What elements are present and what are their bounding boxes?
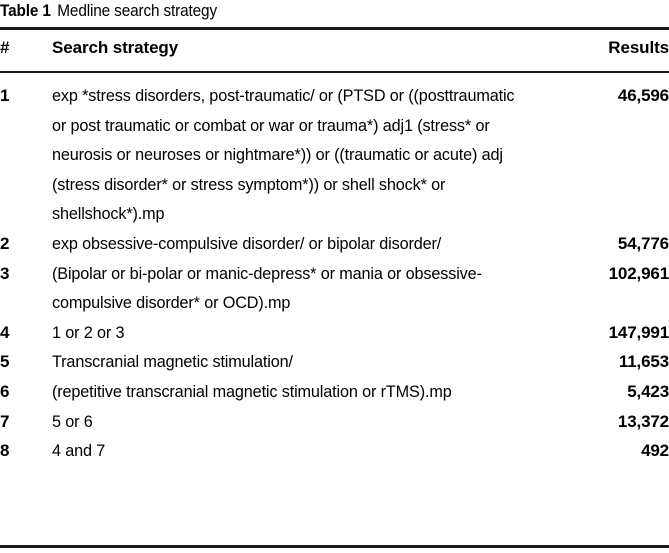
- row-number: 6: [0, 381, 10, 401]
- row-results: 147,991: [608, 322, 669, 342]
- table-row: 2 exp obsessive-compulsive disorder/ or b…: [0, 229, 669, 259]
- row-search-strategy: Transcranial magnetic stimulation/: [52, 352, 293, 372]
- row-number: 3: [0, 263, 10, 283]
- row-search-strategy: exp obsessive-compulsive disorder/ or bi…: [52, 233, 442, 253]
- table-row: 1 exp *stress disorders, post-traumatic/ …: [0, 81, 669, 229]
- row-search-strategy: 4 and 7: [52, 441, 106, 461]
- table-header-rule: [0, 71, 669, 73]
- table-bottom-rule: [0, 545, 669, 548]
- row-number: 8: [0, 441, 10, 461]
- row-search-strategy: 1 or 2 or 3: [52, 322, 125, 342]
- header-rule-spacer: [0, 71, 669, 81]
- row-results: 492: [641, 441, 669, 461]
- column-header-strategy: Search strategy: [52, 38, 179, 57]
- table-header-row: # Search strategy Results: [0, 33, 669, 71]
- table-row: 8 4 and 7 492: [0, 436, 669, 466]
- table-body: 1 exp *stress disorders, post-traumatic/ …: [0, 71, 669, 466]
- row-number: 1: [0, 86, 10, 105]
- row-results: 46,596: [617, 86, 669, 105]
- row-results: 11,653: [618, 352, 669, 372]
- table-top-rule: [0, 27, 669, 30]
- table-row: 5 Transcranial magnetic stimulation/11,65…: [0, 347, 669, 377]
- row-search-strategy: 5 or 6: [52, 411, 93, 431]
- row-results: 5,423: [627, 381, 669, 401]
- spacer-cell-strategy: [52, 71, 545, 81]
- row-number: 4: [0, 322, 10, 342]
- spacer-cell-results: [545, 71, 669, 81]
- row-number: 5: [0, 352, 10, 372]
- spacer-cell-number: [0, 71, 52, 81]
- row-search-strategy: (repetitive transcranial magnetic stimul…: [52, 381, 452, 401]
- row-search-strategy: exp *stress disorders, post-traumatic/ o…: [52, 86, 515, 224]
- column-header-number: #: [0, 38, 10, 57]
- table-caption-title: Medline search strategy: [57, 2, 217, 20]
- table-row: 7 5 or 6 13,372: [0, 407, 669, 437]
- table-caption: Table 1 Medline search strategy: [0, 0, 622, 24]
- row-number: 2: [0, 233, 10, 253]
- table-row: 4 1 or 2 or 3 147,991: [0, 318, 669, 348]
- row-number: 7: [0, 411, 10, 431]
- search-strategy-table: # Search strategy Results 1 exp *stress d…: [0, 33, 669, 466]
- row-results: 54,776: [617, 233, 669, 253]
- column-header-results: Results: [608, 38, 669, 57]
- row-results: 13,372: [617, 411, 669, 431]
- table-caption-label: Table 1: [0, 2, 51, 20]
- table-row: 3 (Bipolar or bi-polar or manic-depress* …: [0, 259, 669, 318]
- row-search-strategy: (Bipolar or bi-polar or manic-depress* o…: [52, 263, 482, 313]
- row-results: 102,961: [608, 263, 669, 283]
- table-row: 6 (repetitive transcranial magnetic stimu…: [0, 377, 669, 407]
